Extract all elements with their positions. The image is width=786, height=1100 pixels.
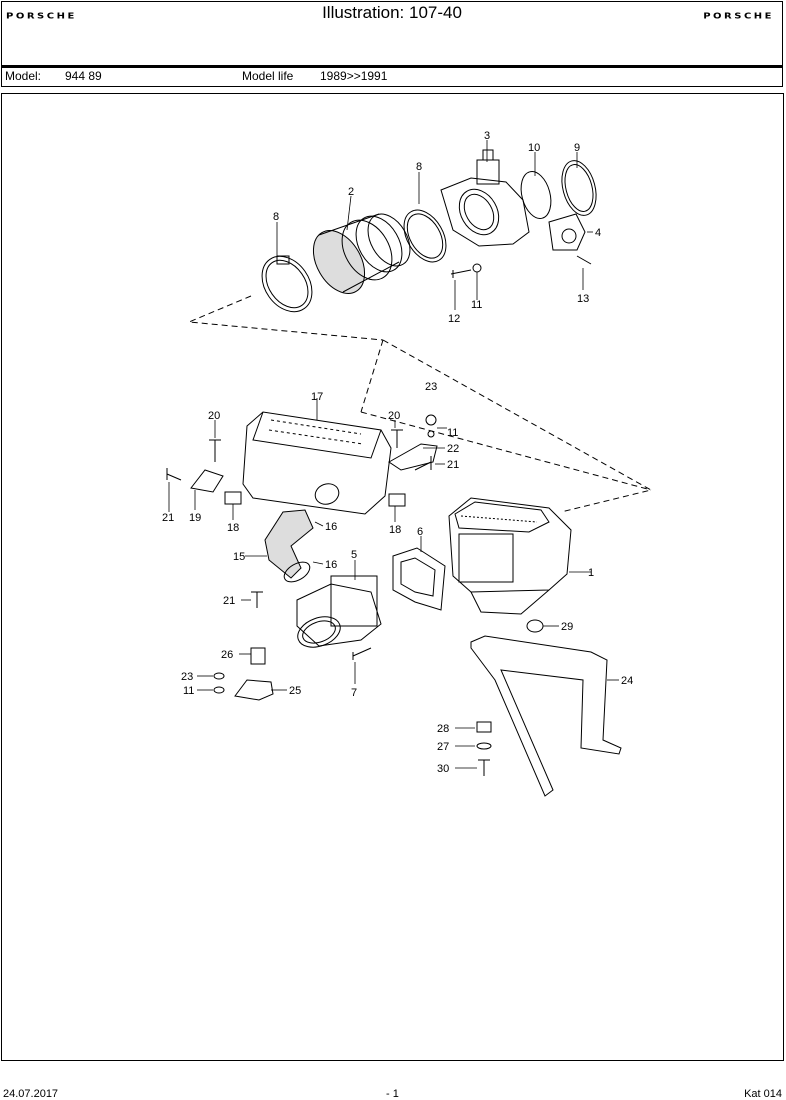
callout-10: 10	[528, 142, 540, 154]
callout-12: 12	[448, 313, 460, 325]
callout-13: 13	[577, 293, 589, 305]
model-life-value: 1989>>1991	[320, 69, 388, 83]
header-box: PORSCHE Illustration: 107-40 PORSCHE	[1, 1, 783, 65]
callout-23-top: 23	[425, 381, 437, 393]
callout-17: 17	[311, 391, 323, 403]
callout-11-top: 11	[471, 299, 482, 311]
parts-diagram: 1 2 3 4 5 6 7 8 8 9 10 11 11 11 12 13 15…	[162, 130, 653, 797]
callout-26: 26	[221, 649, 233, 661]
porsche-logo-right: PORSCHE	[703, 12, 774, 21]
callout-5: 5	[351, 549, 357, 561]
callout-20-right: 20	[388, 410, 400, 422]
callout-8-left: 8	[273, 211, 279, 223]
callout-18-right: 18	[389, 524, 401, 536]
callout-21-low: 21	[223, 595, 235, 607]
callout-28: 28	[437, 723, 449, 735]
illustration-title: Illustration: 107-40	[322, 3, 462, 22]
model-row: Model: 944 89 Model life 1989>>1991	[1, 68, 783, 87]
callout-7: 7	[351, 687, 357, 699]
footer-page: - 1	[386, 1088, 399, 1100]
callout-21-right: 21	[447, 459, 459, 471]
callout-4: 4	[595, 227, 601, 239]
callout-30: 30	[437, 763, 449, 775]
callout-16-top: 16	[325, 521, 337, 533]
callout-6: 6	[417, 526, 423, 538]
callout-8-right: 8	[416, 161, 422, 173]
callout-29: 29	[561, 621, 573, 633]
illustration-frame: 1 2 3 4 5 6 7 8 8 9 10 11 11 11 12 13 15…	[1, 93, 784, 1061]
callout-15: 15	[233, 551, 245, 563]
callout-21-left: 21	[162, 512, 174, 524]
model-life-label: Model life	[242, 69, 294, 83]
model-value: 944 89	[65, 69, 102, 83]
callout-19: 19	[189, 512, 201, 524]
porsche-logo-left: PORSCHE	[6, 12, 77, 21]
callout-9: 9	[574, 142, 580, 154]
callout-27: 27	[437, 741, 449, 753]
callout-22: 22	[447, 443, 459, 455]
callout-11-mid: 11	[447, 427, 458, 439]
callout-11-low: 11	[183, 685, 194, 697]
model-label: Model:	[5, 69, 42, 83]
callout-2: 2	[348, 186, 354, 198]
callout-18-left: 18	[227, 522, 239, 534]
footer-catalog: Kat 014	[744, 1088, 782, 1100]
callout-25: 25	[289, 685, 301, 697]
callout-1: 1	[588, 567, 594, 579]
callout-3: 3	[484, 130, 490, 142]
callout-23-low: 23	[181, 671, 193, 683]
footer-date: 24.07.2017	[3, 1088, 59, 1100]
callout-20-left: 20	[208, 410, 220, 422]
header-divider	[1, 65, 783, 68]
callout-16-low: 16	[325, 559, 337, 571]
callout-24: 24	[621, 675, 633, 687]
